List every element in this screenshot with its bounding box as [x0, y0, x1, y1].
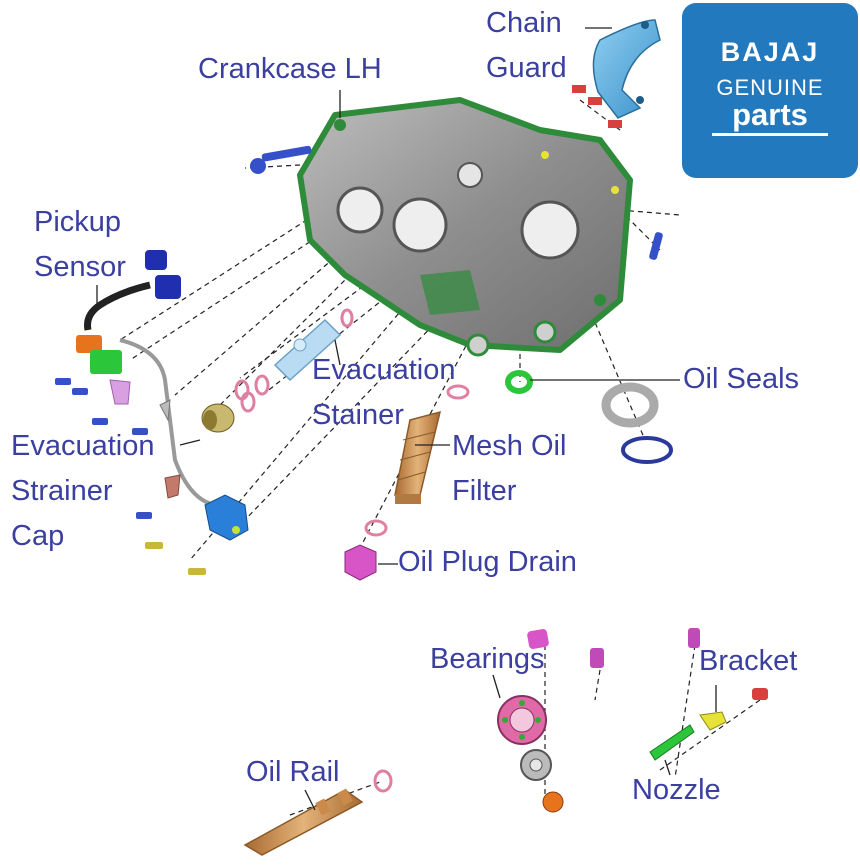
label-evac-strainer-cap-line1: Evacuation — [11, 430, 155, 462]
label-oil-rail: Oil Rail — [246, 756, 340, 788]
brass-plug — [201, 403, 235, 433]
o-rings — [234, 308, 470, 793]
label-evacuation-stainer-line2: Stainer — [312, 399, 404, 431]
label-bracket: Bracket — [699, 645, 798, 677]
oil-seals-part — [505, 370, 673, 464]
pink-clip — [109, 379, 131, 405]
evacuation-strainer-cap-part — [204, 494, 249, 541]
small-bolts — [55, 378, 206, 575]
logo-underline — [712, 133, 828, 136]
label-chain-guard-line2: Guard — [486, 52, 567, 84]
label-evac-strainer-cap-line2: Strainer — [11, 475, 113, 507]
pickup-sensor-part — [76, 250, 216, 507]
label-pickup-sensor-line1: Pickup — [34, 206, 122, 238]
label-nozzle: Nozzle — [632, 774, 721, 806]
bearings-part — [497, 629, 604, 813]
chain-guard-part — [572, 19, 661, 128]
label-pickup-sensor-line2: Sensor — [34, 251, 126, 283]
logo-parts-text: parts — [732, 97, 808, 132]
label-chain-guard-line1: Chain — [486, 7, 562, 39]
oil-plug-drain-part — [344, 544, 377, 581]
logo-genuine-text: GENUINE — [716, 75, 824, 100]
label-crankcase-lh: Crankcase LH — [198, 53, 382, 85]
label-evac-strainer-cap-line3: Cap — [11, 520, 65, 552]
label-oil-seals: Oil Seals — [683, 363, 800, 395]
leader-lines — [96, 27, 717, 811]
bajaj-genuine-parts-logo: BAJAJ GENUINE parts — [682, 3, 858, 178]
label-mesh-oil-filter-line1: Mesh Oil — [452, 430, 567, 462]
label-mesh-oil-filter-line2: Filter — [452, 475, 517, 507]
small-bracket — [159, 399, 181, 499]
evacuation-stainer-part — [273, 318, 342, 382]
crankcase-bolt — [250, 145, 312, 174]
label-oil-plug-drain: Oil Plug Drain — [398, 546, 577, 578]
nozzle-bracket-part — [649, 628, 768, 761]
label-bearings: Bearings — [430, 643, 545, 675]
oil-rail-part — [243, 788, 364, 856]
mesh-oil-filter-part — [394, 410, 442, 504]
logo-brand-text: BAJAJ — [720, 37, 820, 67]
crankcase-part — [297, 97, 633, 357]
side-bolt — [649, 232, 663, 260]
label-evacuation-stainer-line1: Evacuation — [312, 354, 456, 386]
